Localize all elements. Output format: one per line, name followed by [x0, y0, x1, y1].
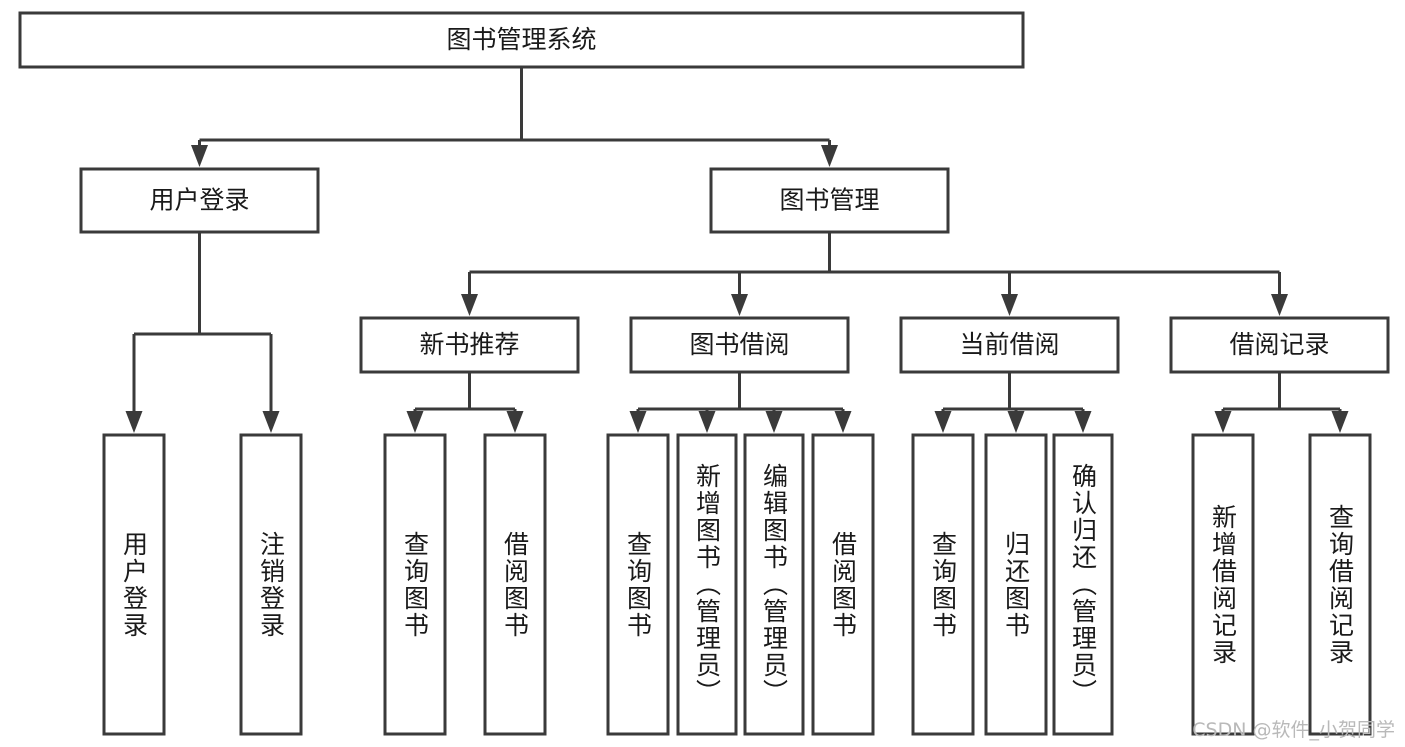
boxes-layer: [18, 11, 1390, 736]
node-box-leaf-query-book-current[interactable]: [911, 433, 975, 736]
node-box-leaf-borrow-book-rec[interactable]: [483, 433, 547, 736]
node-label-user-login: 用户登录: [149, 186, 249, 215]
connector-root-to-user-login-head: [191, 145, 208, 167]
node-box-leaf-edit-book-admin[interactable]: [743, 433, 805, 736]
node-box-user-login[interactable]: [79, 167, 320, 234]
node-box-leaf-query-borrow-record[interactable]: [1308, 433, 1372, 736]
connector-borrow-record-to-leaf-query-borrow-record-head: [1331, 411, 1349, 433]
node-box-leaf-user-login[interactable]: [102, 433, 166, 736]
node-label-book-borrow: 图书借阅: [689, 330, 789, 359]
node-label-book-manage: 图书管理: [779, 186, 879, 215]
node-box-root[interactable]: [18, 11, 1025, 69]
connector-userlogin-to-leaf-user-login-head: [125, 411, 143, 433]
connector-bookmanage-to-borrow-record-head: [1271, 294, 1288, 316]
connectors-layer: [125, 67, 1349, 433]
node-box-leaf-confirm-return-admin[interactable]: [1052, 433, 1114, 736]
node-box-borrow-record[interactable]: [1169, 316, 1390, 374]
connector-current-borrow-to-leaf-confirm-return-admin-head: [1074, 411, 1092, 433]
node-label-current-borrow: 当前借阅: [959, 330, 1059, 359]
node-box-leaf-add-borrow-record[interactable]: [1191, 433, 1255, 736]
connector-current-borrow-to-leaf-return-book-head: [1007, 411, 1025, 433]
node-box-book-borrow[interactable]: [629, 316, 850, 374]
connector-book-borrow-to-leaf-add-book-admin-head: [698, 411, 716, 433]
connector-borrow-record-to-leaf-add-borrow-record-head: [1214, 411, 1232, 433]
node-box-leaf-query-book-rec[interactable]: [383, 433, 447, 736]
connector-bookmanage-to-current-borrow-head: [1001, 294, 1018, 316]
connector-new-book-recommend-to-leaf-query-book-rec-head: [406, 411, 424, 433]
node-box-leaf-add-book-admin[interactable]: [676, 433, 738, 736]
node-label-root: 图书管理系统: [446, 25, 596, 54]
connector-root-to-book-manage-head: [821, 145, 838, 167]
connector-bookmanage-to-book-borrow-head: [731, 294, 748, 316]
connector-current-borrow-to-leaf-query-book-current-head: [934, 411, 952, 433]
connector-new-book-recommend-to-leaf-borrow-book-rec-head: [506, 411, 524, 433]
node-box-current-borrow[interactable]: [899, 316, 1120, 374]
node-box-leaf-user-logout[interactable]: [239, 433, 303, 736]
connector-book-borrow-to-leaf-query-book-borrow-head: [629, 411, 647, 433]
node-box-new-book-recommend[interactable]: [359, 316, 580, 374]
connector-userlogin-to-leaf-user-logout-head: [262, 411, 280, 433]
connector-book-borrow-to-leaf-borrow-book-head: [834, 411, 852, 433]
node-box-leaf-return-book[interactable]: [984, 433, 1048, 736]
connector-book-borrow-to-leaf-edit-book-admin-head: [765, 411, 783, 433]
node-box-leaf-query-book-borrow[interactable]: [606, 433, 670, 736]
node-box-book-manage[interactable]: [709, 167, 950, 234]
node-label-borrow-record: 借阅记录: [1229, 330, 1329, 359]
node-box-leaf-borrow-book[interactable]: [811, 433, 875, 736]
node-label-new-book-recommend: 新书推荐: [419, 330, 519, 359]
connector-bookmanage-to-new-book-recommend-head: [461, 294, 478, 316]
